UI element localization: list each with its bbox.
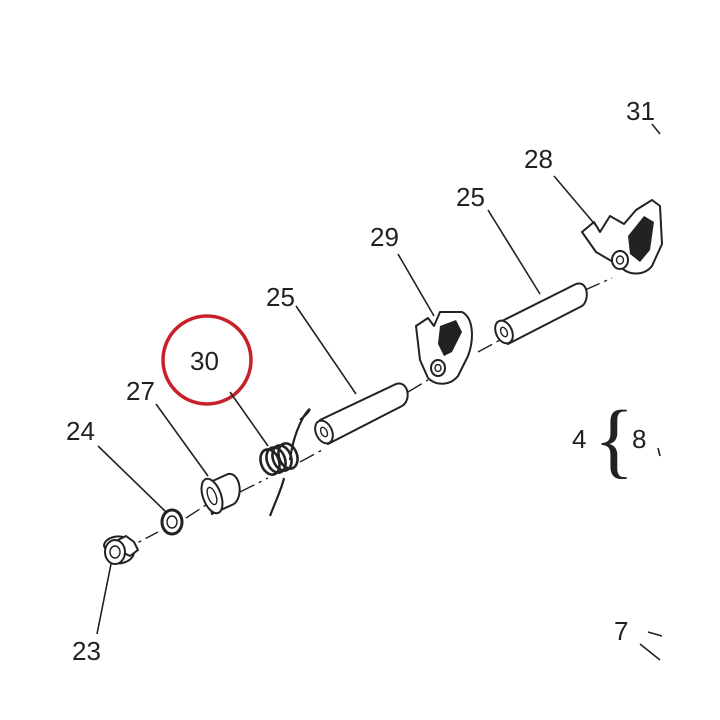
leader-29 bbox=[397, 253, 435, 317]
leader-30 bbox=[229, 391, 269, 447]
leader-25-lower bbox=[295, 305, 357, 395]
label-27: 27 bbox=[126, 376, 155, 406]
label-25-lower: 25 bbox=[266, 282, 295, 312]
leader-27 bbox=[155, 403, 209, 477]
brace-symbol: { bbox=[594, 394, 634, 487]
highlight-circle bbox=[161, 314, 253, 406]
part-23-plug bbox=[103, 535, 139, 565]
label-8: 8 bbox=[632, 424, 646, 454]
part-28-lever bbox=[581, 199, 663, 275]
part-25-pin-upper bbox=[494, 282, 588, 345]
leader-25-upper bbox=[487, 209, 541, 295]
label-28: 28 bbox=[524, 144, 553, 174]
label-29: 29 bbox=[370, 222, 399, 252]
label-30: 30 bbox=[190, 346, 219, 376]
leader-31 bbox=[651, 123, 661, 135]
part-24-washer bbox=[160, 508, 184, 536]
leader-24 bbox=[97, 445, 167, 513]
label-24: 24 bbox=[66, 416, 95, 446]
part-27-bushing bbox=[200, 472, 241, 515]
label-31: 31 bbox=[626, 96, 655, 126]
label-23: 23 bbox=[72, 636, 101, 666]
label-7: 7 bbox=[614, 616, 628, 646]
leader-23 bbox=[96, 563, 112, 635]
label-4: 4 bbox=[572, 424, 586, 454]
assembly-axis bbox=[119, 277, 613, 553]
part-25-pin-lower bbox=[314, 382, 409, 445]
label-25-upper: 25 bbox=[456, 182, 485, 212]
part-30-torsion-spring bbox=[259, 408, 311, 517]
part-29-lever bbox=[415, 311, 473, 385]
leader-28 bbox=[553, 175, 599, 229]
leader-7 bbox=[639, 631, 663, 661]
leader-8 bbox=[657, 447, 661, 457]
